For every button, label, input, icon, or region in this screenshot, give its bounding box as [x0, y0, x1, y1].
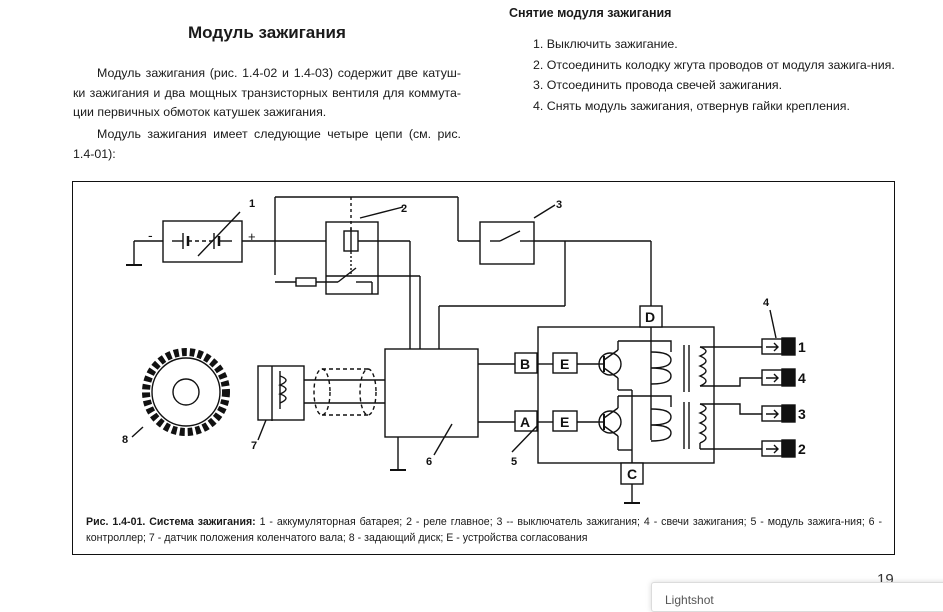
paragraph-circuits-text: Модуль зажигания имеет следующие четыре … [73, 127, 461, 161]
pin-a: A [520, 414, 530, 430]
plug-number: 4 [798, 370, 806, 386]
callout-7: 7 [251, 440, 257, 452]
paragraph-intro: Модуль зажигания (рис. 1.4-02 и 1.4-03) … [73, 64, 461, 123]
removal-step: 1. Выключить зажигание. [533, 37, 678, 51]
section-title-removal: Снятие модуля зажигания [509, 6, 672, 20]
callout-5: 5 [511, 456, 517, 468]
callout-4: 4 [763, 297, 770, 309]
figure-frame [72, 181, 895, 555]
pin-c: C [627, 466, 637, 482]
minus-sign: - [148, 227, 153, 243]
lightshot-popup[interactable]: Lightshot [651, 582, 943, 612]
figure-caption-text: 1 - аккумуляторная батарея; 2 - реле гла… [86, 516, 883, 544]
paragraph-circuits: Модуль зажигания имеет следующие четыре … [73, 125, 461, 164]
battery [126, 211, 275, 266]
removal-step: 2. Отсоединить колодку жгута проводов от… [533, 57, 895, 72]
matching-device-lower: E [560, 414, 569, 430]
section-title-module: Модуль зажигания [188, 23, 346, 42]
figure-caption: Рис. 1.4-01. Система зажигания: 1 - акку… [86, 514, 882, 546]
callout-6: 6 [426, 456, 432, 468]
ignition-switch [438, 197, 652, 349]
plug-number: 2 [798, 441, 806, 457]
callout-3: 3 [556, 199, 562, 211]
plus-sign: + [248, 229, 256, 244]
pin-d: D [645, 309, 655, 325]
removal-step: 3. Отсоединить провода свечей зажигания. [533, 78, 783, 92]
removal-steps-list: 1. Выключить зажигание. 2. Отсоединить к… [509, 34, 897, 116]
removal-step: 4. Снять модуль зажигания, отвернув гайк… [533, 98, 850, 113]
toothed-disc [131, 348, 230, 438]
plug-number: 3 [798, 406, 806, 422]
callout-8: 8 [122, 434, 128, 446]
main-relay [274, 196, 458, 349]
controller [384, 348, 515, 471]
callout-1: 1 [249, 198, 255, 210]
ignition-module [511, 305, 762, 504]
spark-plugs [761, 309, 796, 458]
pin-b: B [520, 356, 530, 372]
lightshot-label[interactable]: Lightshot [665, 593, 714, 607]
crankshaft-sensor [257, 365, 385, 441]
figure-caption-lead: Рис. 1.4-01. Система зажигания: [86, 516, 256, 528]
paragraph-module-description: Модуль зажигания (рис. 1.4-02 и 1.4-03) … [73, 66, 461, 119]
matching-device-upper: E [560, 356, 569, 372]
callout-2: 2 [401, 203, 407, 215]
plug-number: 1 [798, 339, 806, 355]
